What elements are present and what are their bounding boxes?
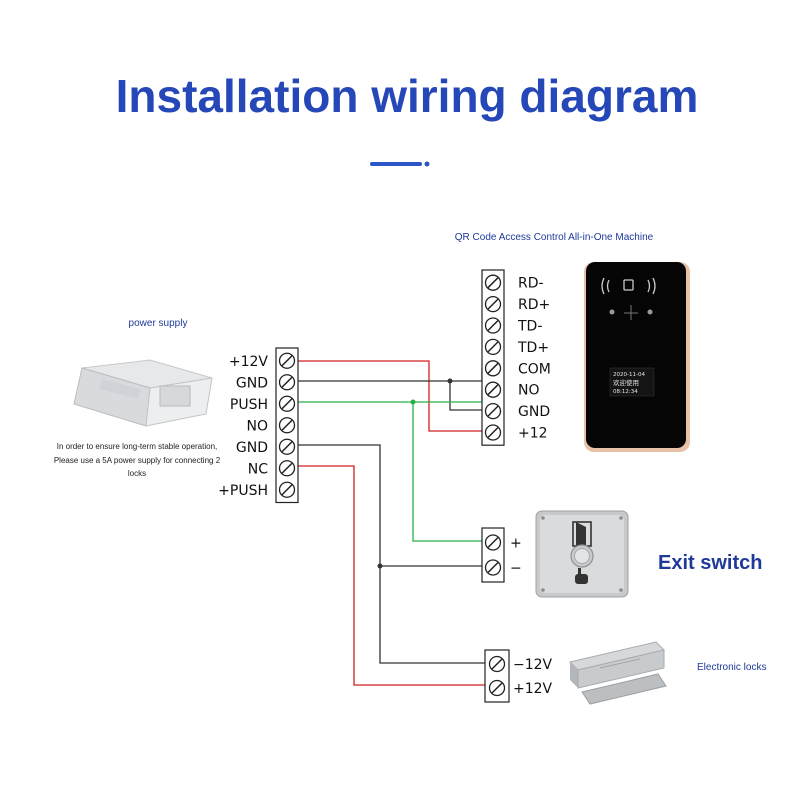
wire-gnd-to-exit bbox=[298, 444, 482, 567]
screen-date: 2020-11-04 bbox=[613, 372, 645, 378]
power-terminal-label-4: GND bbox=[236, 440, 268, 456]
page-title: Installation wiring diagram bbox=[116, 70, 699, 122]
wire-nc-to-lock bbox=[298, 465, 485, 686]
power-terminal-label-1: GND bbox=[236, 375, 268, 391]
wire-gnd-to-lock bbox=[379, 566, 485, 664]
screw-terminal-icon bbox=[484, 295, 502, 313]
wire-gnd-to-reader-gnd bbox=[449, 381, 482, 411]
power-terminal-block: +12V GND PUSH NO GND NC +PUSH bbox=[218, 347, 299, 504]
exit-terminal-block: +− bbox=[481, 527, 522, 583]
power-supply-image bbox=[73, 359, 213, 427]
lock-terminal-block: −12V +12V bbox=[484, 649, 553, 703]
exit-switch-label: Exit switch bbox=[658, 552, 762, 574]
screw-terminal-icon bbox=[488, 679, 506, 697]
reader-terminal-label-2: TD- bbox=[517, 319, 542, 335]
screw-terminal-icon bbox=[484, 338, 502, 356]
screw-terminal-icon bbox=[484, 317, 502, 334]
power-note-line-3: locks bbox=[128, 469, 146, 478]
exit-terminal-label-1: − bbox=[510, 561, 522, 577]
screw-terminal-icon bbox=[484, 534, 502, 551]
wires bbox=[298, 360, 485, 686]
power-supply-label: power supply bbox=[129, 318, 188, 329]
screw-terminal-icon bbox=[278, 438, 296, 455]
screw-terminal-icon bbox=[484, 381, 502, 398]
power-terminal-label-0: +12V bbox=[229, 354, 269, 370]
reader-terminal-label-5: NO bbox=[518, 383, 540, 399]
screw-terminal-icon bbox=[278, 374, 296, 391]
screw-terminal-icon bbox=[278, 417, 296, 434]
screw-terminal-icon bbox=[484, 274, 502, 291]
title-underline bbox=[370, 161, 430, 167]
junction-dot bbox=[410, 399, 416, 405]
reader-terminal-label-7: +12 bbox=[518, 426, 548, 442]
screw-terminal-icon bbox=[278, 460, 296, 477]
screw-terminal-icon bbox=[484, 559, 502, 576]
nfc-icon bbox=[601, 277, 656, 295]
reader-terminal-block: RD- RD+ TD- TD+ COM NO GND +12 bbox=[481, 269, 551, 446]
screw-terminal-icon bbox=[278, 352, 296, 369]
reader-terminal-label-6: GND bbox=[518, 404, 550, 420]
reader-terminal-label-1: RD+ bbox=[518, 297, 550, 313]
exit-switch-image bbox=[535, 510, 629, 598]
screw-terminal-icon bbox=[278, 395, 296, 412]
lock-terminal-label-0: −12V bbox=[513, 657, 553, 673]
power-terminal-label-2: PUSH bbox=[230, 397, 268, 413]
camera-icon bbox=[609, 305, 653, 320]
wire-gnd-to-com bbox=[298, 368, 483, 382]
reader-terminal-label-3: TD+ bbox=[517, 340, 549, 356]
screen-time: 08:12:34 bbox=[613, 389, 638, 395]
screen-welcome: 欢迎使用 bbox=[613, 378, 639, 387]
lock-terminal-label-1: +12V bbox=[513, 681, 553, 697]
screw-terminal-icon bbox=[488, 655, 506, 673]
screw-terminal-icon bbox=[278, 481, 296, 498]
wire-push-to-no bbox=[298, 390, 483, 403]
screw-terminal-icon bbox=[484, 424, 502, 441]
reader-terminal-label-0: RD- bbox=[518, 276, 544, 292]
screw-terminal-icon bbox=[484, 402, 502, 420]
wire-push-to-exit bbox=[412, 402, 482, 542]
power-terminal-label-5: NC bbox=[248, 461, 268, 477]
lock-image bbox=[569, 641, 667, 705]
junction-dot bbox=[377, 563, 383, 569]
exit-terminal-label-0: + bbox=[510, 536, 522, 552]
junction-dot bbox=[447, 378, 453, 384]
reader-terminal-housing bbox=[481, 269, 505, 446]
wire-12v-to-reader bbox=[298, 360, 482, 432]
reader-label: QR Code Access Control All-in-One Machin… bbox=[455, 232, 654, 243]
lock-label: Electronic locks bbox=[697, 662, 766, 673]
power-note-line-1: In order to ensure long-term stable oper… bbox=[57, 442, 218, 451]
hand-press-icon bbox=[575, 568, 588, 584]
reader-device-image bbox=[584, 262, 690, 452]
reader-terminal-label-4: COM bbox=[518, 361, 551, 377]
screw-terminal-icon bbox=[484, 360, 502, 377]
power-terminal-label-6: +PUSH bbox=[218, 483, 268, 499]
power-note-line-2: Please use a 5A power supply for connect… bbox=[54, 456, 221, 465]
power-terminal-label-3: NO bbox=[247, 418, 269, 434]
